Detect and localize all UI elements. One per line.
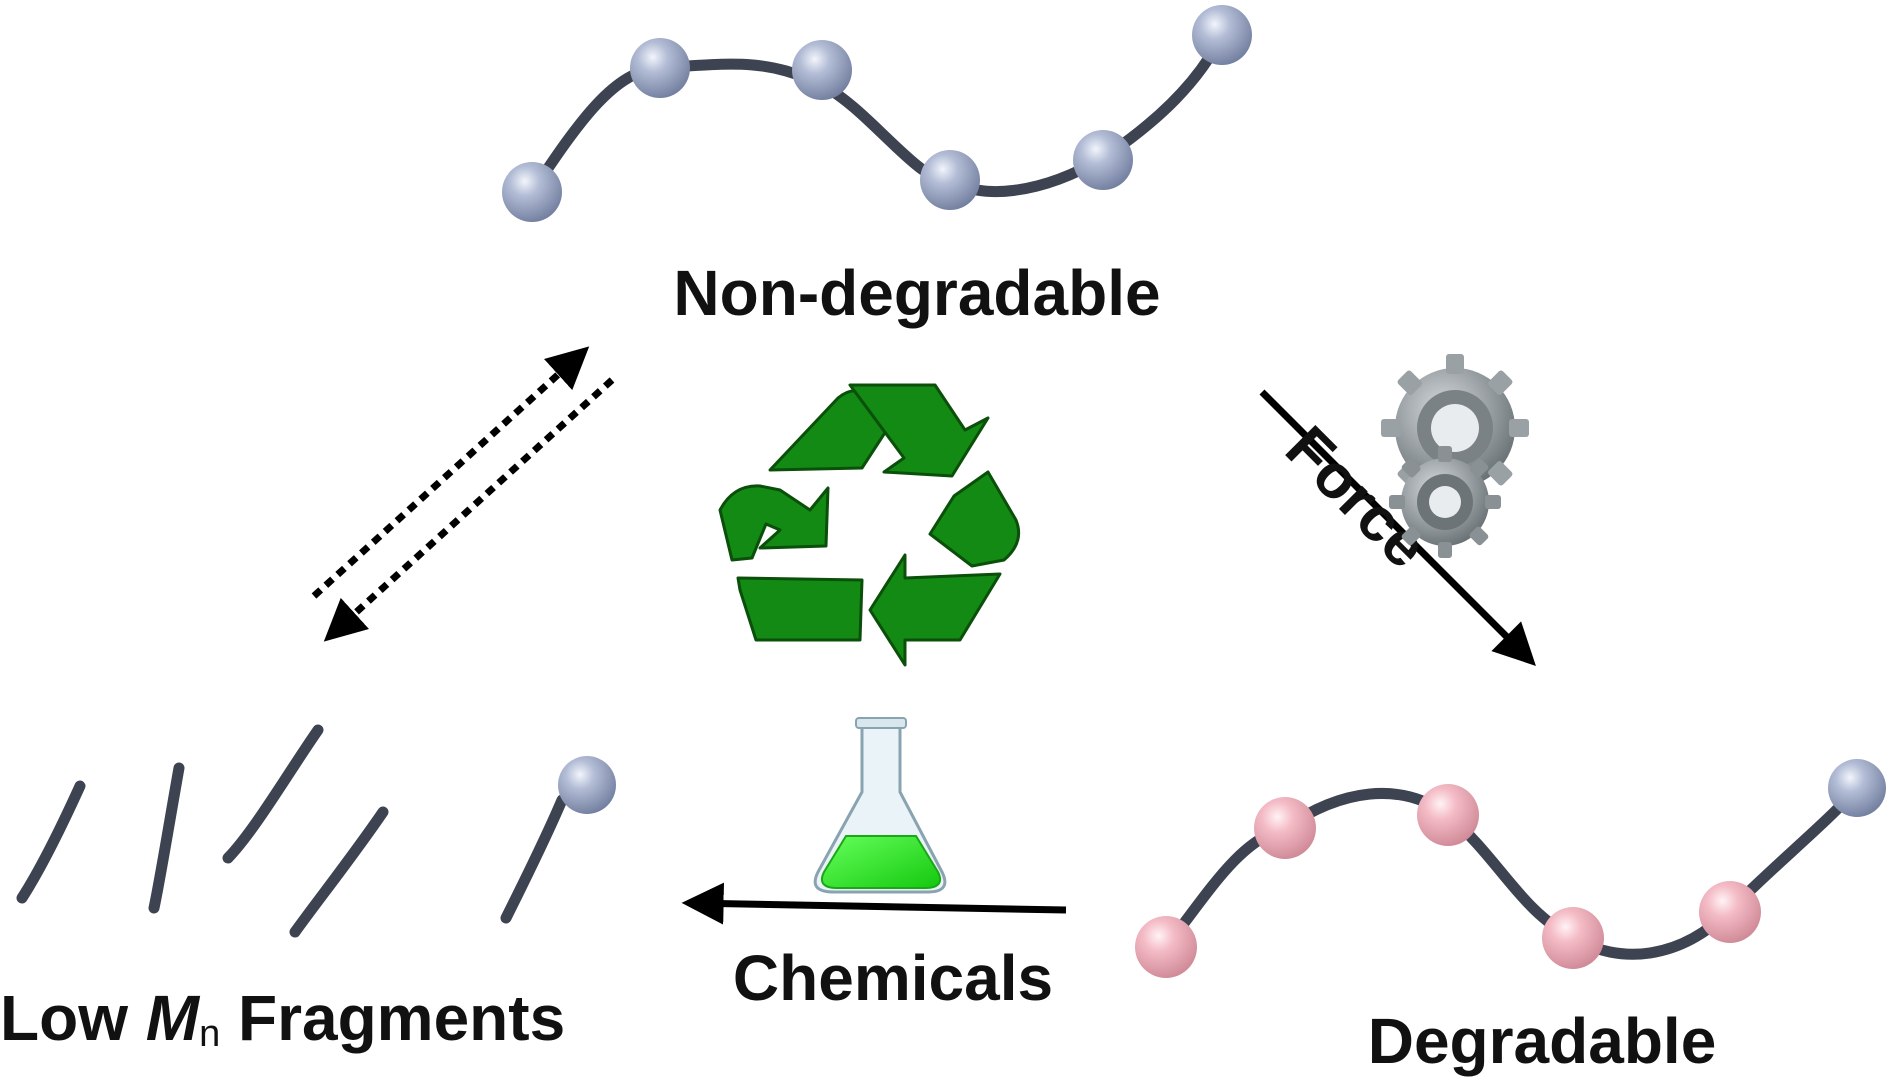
bead xyxy=(1135,916,1197,978)
fragment xyxy=(500,794,568,924)
bead xyxy=(502,162,562,222)
dotted-arrow-up xyxy=(311,346,590,599)
fragment xyxy=(222,724,324,864)
bead xyxy=(1192,5,1252,65)
nondegradable-chain xyxy=(502,5,1252,222)
fragments-label-suffix: Fragments xyxy=(220,982,565,1054)
bead xyxy=(792,40,852,100)
molecular-weight-symbol: M xyxy=(146,982,201,1054)
flask-icon xyxy=(813,717,947,894)
fragments-label: Low Mn Fragments xyxy=(0,982,565,1055)
reversible-arrows xyxy=(311,346,615,642)
bead xyxy=(1417,784,1479,846)
bead xyxy=(1073,130,1133,190)
degradable-chain xyxy=(1135,759,1886,978)
chemicals-arrow xyxy=(681,882,1067,925)
fragment xyxy=(148,762,185,914)
bead xyxy=(630,38,690,98)
bead xyxy=(1542,907,1604,969)
bead xyxy=(1254,797,1316,859)
gears-icon xyxy=(1381,354,1529,558)
bead xyxy=(1699,881,1761,943)
force-arrow xyxy=(1259,389,1536,666)
bead xyxy=(920,150,980,210)
molecular-weight-subscript: n xyxy=(199,1013,220,1055)
fragment xyxy=(289,806,389,938)
fragments xyxy=(16,724,616,938)
chemicals-label: Chemicals xyxy=(733,942,1053,1014)
fragments-label-prefix: Low xyxy=(0,982,146,1054)
dotted-arrow-down xyxy=(323,377,615,642)
fragment xyxy=(16,780,86,904)
nondegradable-label: Non-degradable xyxy=(673,257,1160,329)
recycle-icon xyxy=(718,383,1021,667)
bead xyxy=(1828,759,1886,817)
bead xyxy=(558,756,616,814)
degradable-label: Degradable xyxy=(1368,1005,1717,1077)
